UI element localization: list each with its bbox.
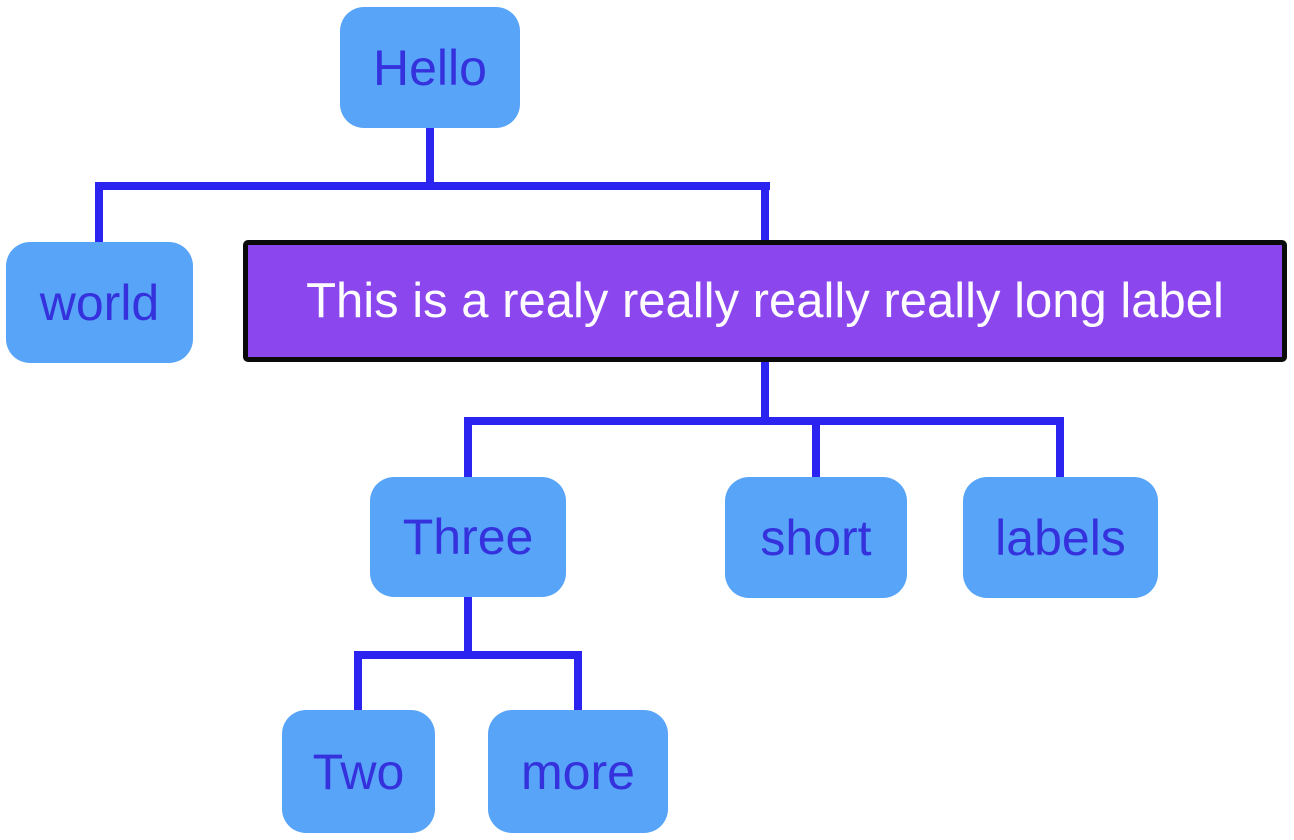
connector-world-drop bbox=[95, 182, 103, 243]
connector-bus-level1 bbox=[95, 182, 770, 190]
node-more[interactable]: more bbox=[488, 710, 668, 833]
connector-two-drop bbox=[354, 651, 362, 712]
connector-three-down bbox=[464, 595, 472, 656]
node-two[interactable]: Two bbox=[282, 710, 435, 833]
connector-more-drop bbox=[574, 651, 582, 712]
node-labels[interactable]: labels bbox=[963, 477, 1158, 598]
connector-long-label-drop bbox=[761, 182, 769, 242]
connector-bus-level2 bbox=[464, 417, 1064, 425]
node-hello[interactable]: Hello bbox=[340, 7, 520, 128]
node-world[interactable]: world bbox=[6, 242, 193, 363]
connector-short-drop bbox=[812, 417, 820, 479]
connector-long-label-down bbox=[761, 360, 769, 423]
connector-labels-drop bbox=[1056, 417, 1064, 479]
node-three[interactable]: Three bbox=[370, 477, 566, 597]
connector-bus-level3 bbox=[354, 651, 582, 659]
connector-three-drop bbox=[464, 417, 472, 479]
node-short[interactable]: short bbox=[725, 477, 907, 598]
node-long-label-highlighted[interactable]: This is a realy really really really lon… bbox=[243, 240, 1287, 362]
connector-hello-down bbox=[426, 127, 434, 187]
